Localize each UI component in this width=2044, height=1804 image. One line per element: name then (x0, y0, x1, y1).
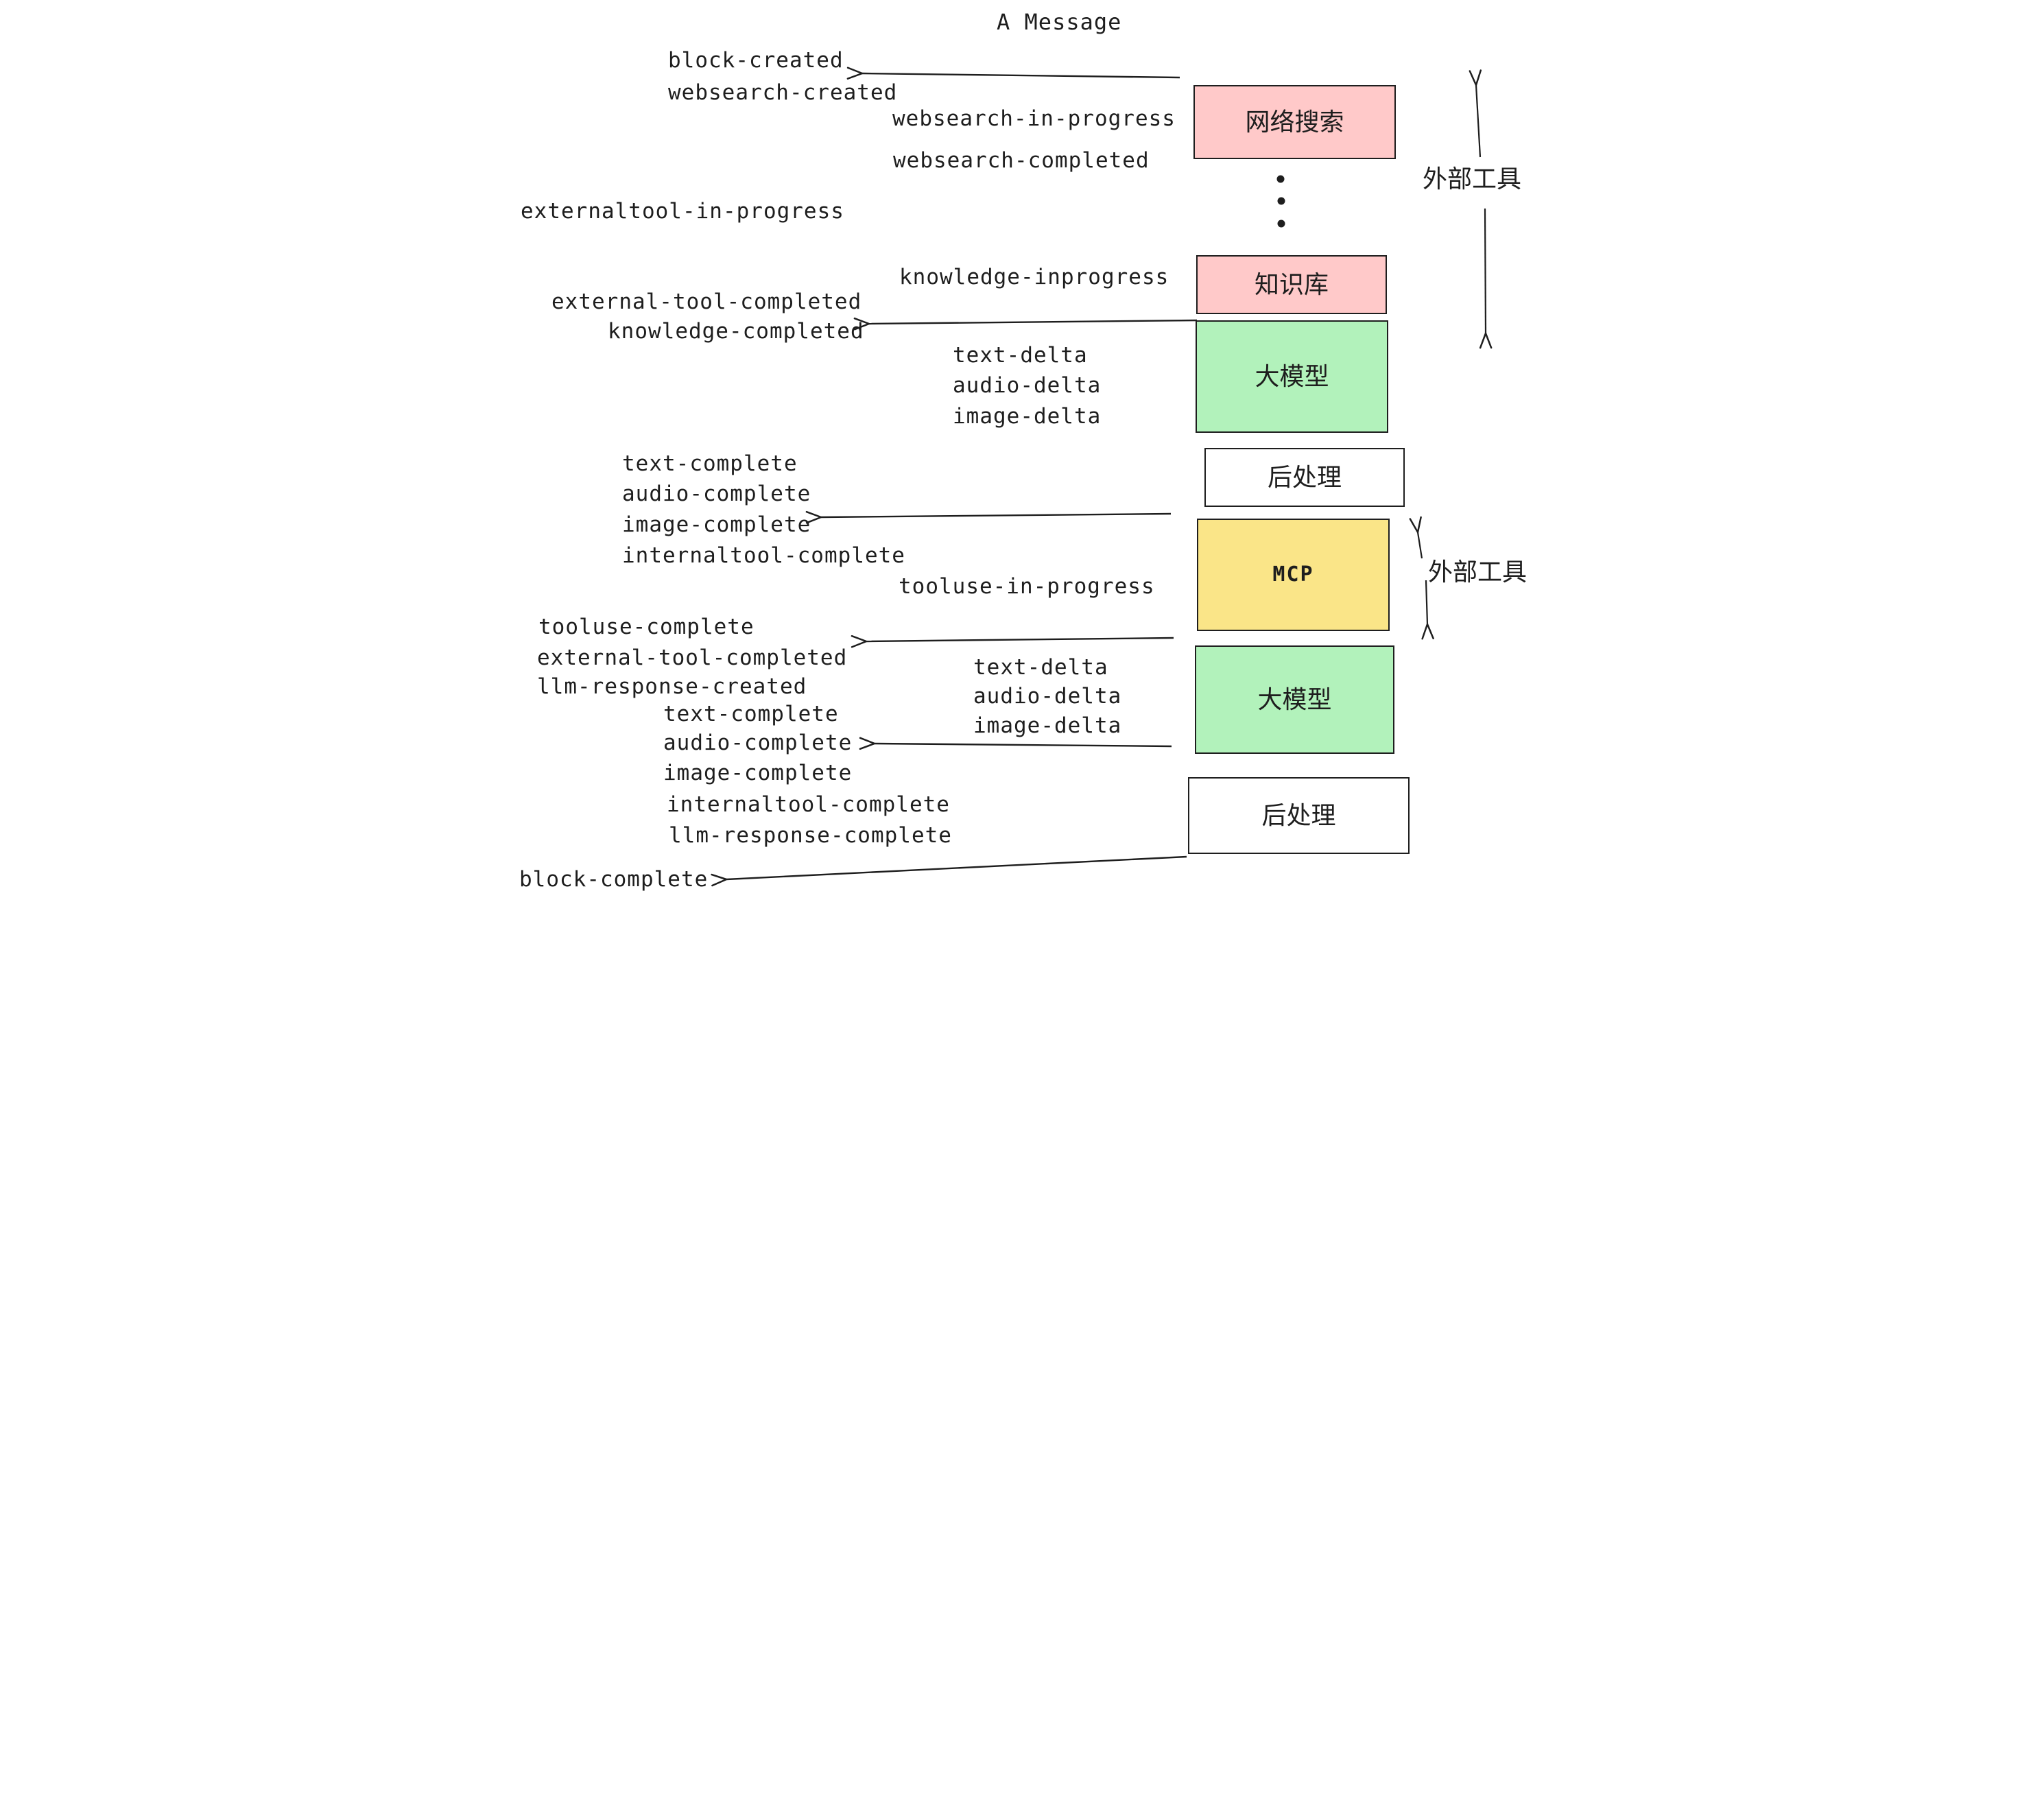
label-text-delta: text-delta (953, 343, 1088, 368)
label-externaltool-in-progress: externaltool-in-progress (521, 199, 844, 224)
label-text-delta-2: text-delta (973, 655, 1108, 680)
box-mcp: MCP (1197, 519, 1390, 631)
external-tools-label-mid: 外部工具 (1428, 558, 1528, 586)
box-knowledge: 知识库 (1196, 255, 1387, 314)
arrow-knowledge-to-completed (853, 317, 1198, 331)
label-audio-delta-2: audio-delta (973, 684, 1122, 709)
label-internaltool-complete: internaltool-complete (622, 543, 905, 568)
label-block-complete: block-complete (519, 867, 709, 892)
arrow-external-tools-top-down (1479, 208, 1493, 349)
box-postprocess-2-label: 后处理 (1261, 801, 1336, 829)
label-websearch-completed: websearch-completed (893, 148, 1150, 173)
label-llm-response-created: llm-response-created (537, 674, 807, 699)
label-audio-complete: audio-complete (622, 482, 811, 506)
arrow-mcp-to-tooluse-complete (851, 634, 1174, 648)
label-text-complete-2: text-complete (663, 702, 839, 726)
box-llm-2: 大模型 (1195, 645, 1394, 754)
box-llm-1: 大模型 (1196, 320, 1388, 433)
arrow-websearch-to-created (846, 67, 1180, 80)
arrow-external-tools-top-up (1469, 69, 1482, 158)
label-image-delta: image-delta (953, 404, 1102, 429)
label-text-complete: text-complete (622, 451, 798, 476)
label-audio-delta: audio-delta (953, 373, 1102, 398)
label-block-created: block-created (668, 48, 844, 73)
message-flow-diagram: A Message 网络搜索 (511, 0, 1533, 902)
label-knowledge-completed: knowledge-completed (608, 319, 864, 344)
diagram-title: A Message (997, 9, 1122, 35)
box-mcp-label: MCP (1272, 562, 1314, 586)
ellipsis-dots (1276, 175, 1285, 228)
label-audio-complete-2: audio-complete (663, 731, 853, 755)
label-external-tool-completed: external-tool-completed (551, 289, 862, 314)
label-knowledge-inprogress: knowledge-inprogress (899, 265, 1169, 289)
label-external-tool-completed-2: external-tool-completed (537, 645, 848, 670)
label-tooluse-in-progress: tooluse-in-progress (899, 574, 1155, 599)
box-knowledge-label: 知识库 (1254, 270, 1329, 298)
label-internaltool-complete-2: internaltool-complete (667, 792, 950, 817)
label-image-complete-2: image-complete (663, 761, 853, 785)
box-llm-2-label: 大模型 (1257, 685, 1332, 713)
external-tools-label-top: 外部工具 (1423, 165, 1522, 193)
box-llm-1-label: 大模型 (1255, 362, 1329, 390)
arrow-external-tools-mid-down (1421, 580, 1434, 640)
label-image-complete: image-complete (622, 512, 811, 537)
box-postprocess-1-label: 后处理 (1267, 463, 1342, 491)
label-tooluse-complete: tooluse-complete (538, 615, 754, 639)
label-websearch-created: websearch-created (668, 80, 898, 105)
box-postprocess-2: 后处理 (1188, 777, 1410, 854)
arrow-llm2-to-complete (859, 737, 1172, 750)
arrow-post2-to-block-complete (711, 855, 1187, 887)
label-image-delta-2: image-delta (973, 713, 1122, 738)
label-llm-response-complete: llm-response-complete (669, 823, 952, 848)
box-websearch: 网络搜索 (1193, 85, 1396, 159)
label-websearch-in-progress: websearch-in-progress (892, 106, 1176, 131)
arrow-post1-to-complete (805, 510, 1172, 524)
box-postprocess-1: 后处理 (1204, 448, 1405, 507)
arrow-external-tools-mid-up (1409, 516, 1423, 559)
box-websearch-label: 网络搜索 (1245, 108, 1344, 136)
